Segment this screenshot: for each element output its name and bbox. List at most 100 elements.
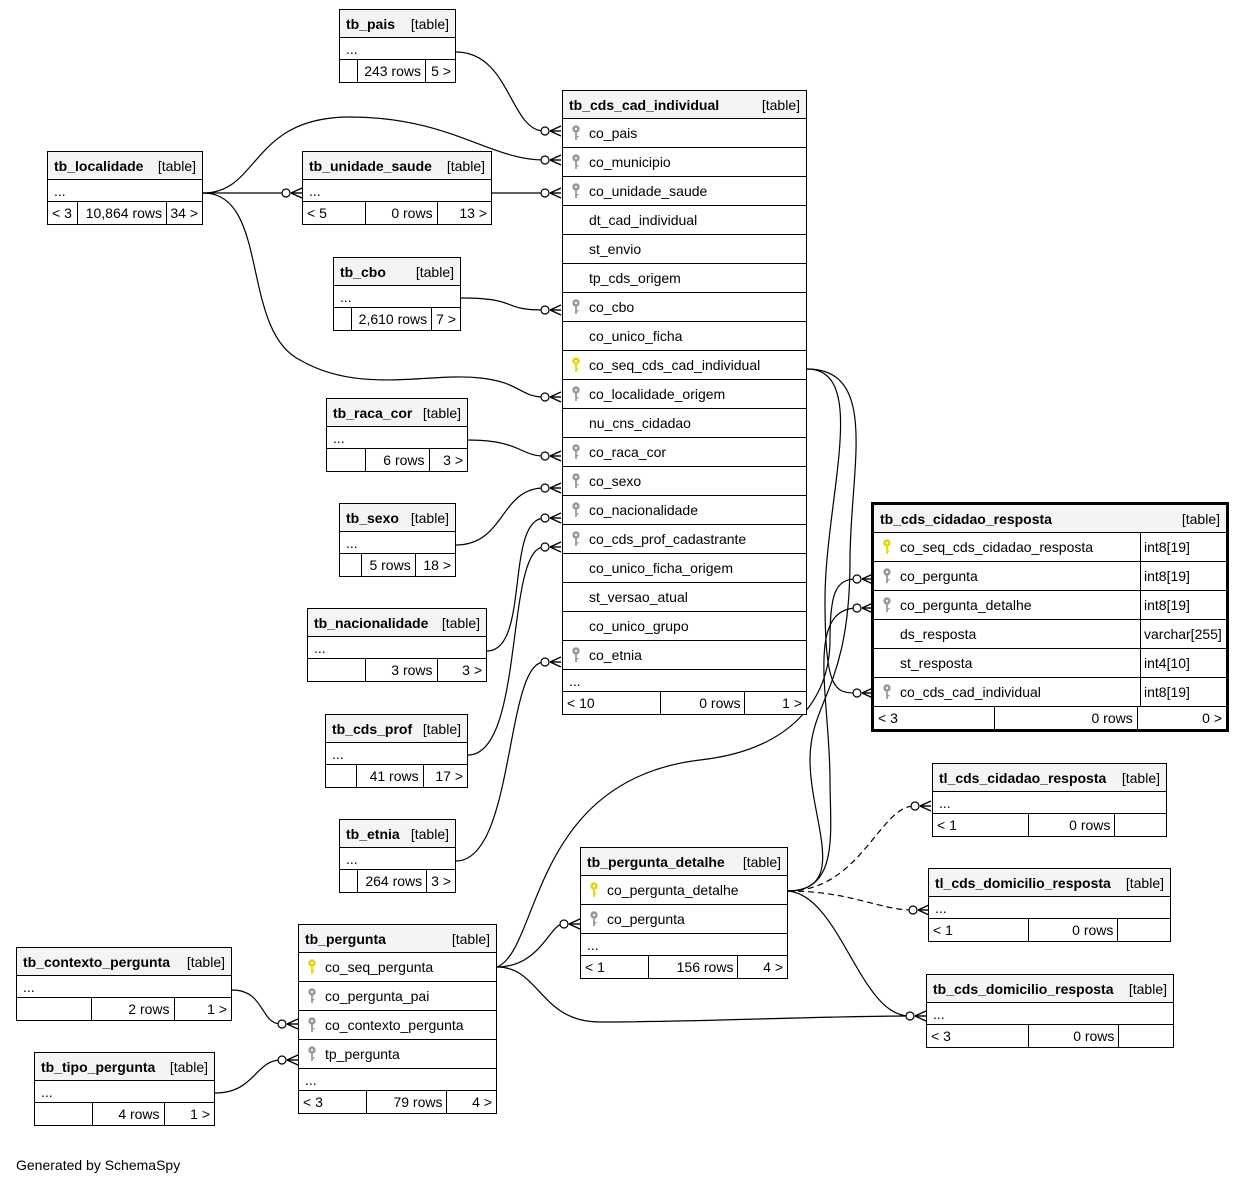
column-row[interactable]: co_pergunta_detalhe: [581, 876, 787, 905]
child-count[interactable]: 5 >: [425, 60, 455, 82]
column-row[interactable]: co_pergunta: [581, 905, 787, 934]
more-columns[interactable]: ...: [340, 38, 455, 60]
parent-count[interactable]: [340, 554, 361, 576]
child-count[interactable]: 4 >: [446, 1091, 496, 1113]
column-row[interactable]: co_nacionalidade: [563, 496, 806, 525]
table-header[interactable]: tb_raca_cor[table]: [327, 399, 467, 427]
child-count[interactable]: 18 >: [414, 554, 455, 576]
column-row[interactable]: st_envio: [563, 235, 806, 264]
child-count[interactable]: [1118, 1025, 1173, 1047]
parent-count[interactable]: < 1: [937, 817, 957, 833]
column-row[interactable]: co_raca_cor: [563, 438, 806, 467]
column-row[interactable]: co_sexo: [563, 467, 806, 496]
more-columns[interactable]: ...: [17, 976, 231, 998]
child-count[interactable]: 3 >: [428, 449, 467, 471]
more-columns[interactable]: ...: [563, 670, 806, 692]
column-row[interactable]: co_cds_prof_cadastrante: [563, 525, 806, 554]
more-columns[interactable]: ...: [933, 792, 1166, 814]
more-columns[interactable]: ...: [303, 180, 491, 202]
child-count[interactable]: 4 >: [737, 956, 787, 978]
more-columns[interactable]: ...: [334, 286, 460, 308]
table-header[interactable]: tb_sexo[table]: [340, 504, 455, 532]
parent-count[interactable]: [334, 308, 351, 330]
more-columns[interactable]: ...: [929, 897, 1170, 919]
column-row[interactable]: co_unico_ficha_origem: [563, 554, 806, 583]
table-header[interactable]: tb_cds_cad_individual[table]: [563, 91, 806, 119]
parent-count[interactable]: < 1: [933, 922, 953, 938]
child-count[interactable]: 17 >: [422, 765, 467, 787]
column-row[interactable]: co_seq_cds_cad_individual: [563, 351, 806, 380]
table-header[interactable]: tb_contexto_pergunta[table]: [17, 948, 231, 976]
more-columns[interactable]: ...: [340, 848, 455, 870]
parent-count[interactable]: [308, 659, 365, 681]
more-columns[interactable]: ...: [308, 637, 486, 659]
column-row[interactable]: dt_cad_individual: [563, 206, 806, 235]
child-count[interactable]: 3 >: [436, 659, 486, 681]
parent-count[interactable]: < 5: [307, 205, 327, 221]
parent-count[interactable]: < 3: [303, 1094, 323, 1110]
column-row[interactable]: co_unico_ficha: [563, 322, 806, 351]
more-columns[interactable]: ...: [326, 743, 467, 765]
child-count[interactable]: 1 >: [744, 692, 806, 714]
table-header[interactable]: tl_cds_domicilio_resposta[table]: [929, 869, 1170, 897]
table-header[interactable]: tb_pergunta_detalhe[table]: [581, 848, 787, 876]
table-header[interactable]: tb_cds_domicilio_resposta[table]: [927, 975, 1173, 1003]
child-count[interactable]: 13 >: [436, 202, 491, 224]
child-count[interactable]: 1 >: [173, 998, 231, 1020]
table-header[interactable]: tb_pais[table]: [340, 10, 455, 38]
more-columns[interactable]: ...: [327, 427, 467, 449]
column-row[interactable]: co_cbo: [563, 293, 806, 322]
parent-count[interactable]: < 3: [878, 710, 898, 726]
table-header[interactable]: tb_tipo_pergunta[table]: [35, 1053, 214, 1081]
parent-count[interactable]: < 10: [567, 695, 595, 711]
parent-count[interactable]: < 3: [52, 205, 72, 221]
column-row[interactable]: co_unidade_saude: [563, 177, 806, 206]
table-header[interactable]: tb_pergunta[table]: [299, 925, 496, 953]
column-row[interactable]: co_municipio: [563, 148, 806, 177]
child-count[interactable]: 1 >: [163, 1103, 214, 1125]
child-count[interactable]: [1114, 814, 1166, 836]
column-row[interactable]: nu_cns_cidadao: [563, 409, 806, 438]
column-row[interactable]: co_contexto_pergunta: [299, 1011, 496, 1040]
table-header[interactable]: tb_unidade_saude[table]: [303, 152, 491, 180]
table-box[interactable]: tb_cds_cidadao_resposta[table]co_seq_cds…: [871, 502, 1229, 732]
parent-count[interactable]: < 3: [931, 1028, 951, 1044]
column-row[interactable]: co_etnia: [563, 641, 806, 670]
more-columns[interactable]: ...: [927, 1003, 1173, 1025]
column-row[interactable]: co_localidade_origem: [563, 380, 806, 409]
column-row[interactable]: tp_cds_origem: [563, 264, 806, 293]
parent-count[interactable]: [35, 1103, 92, 1125]
more-columns[interactable]: ...: [299, 1069, 496, 1091]
table-header[interactable]: tb_cds_cidadao_resposta[table]: [874, 505, 1226, 533]
table-box[interactable]: tb_pergunta_detalhe[table]co_pergunta_de…: [580, 847, 788, 979]
column-row[interactable]: st_versao_atual: [563, 583, 806, 612]
column-row[interactable]: co_unico_grupo: [563, 612, 806, 641]
more-columns[interactable]: ...: [581, 934, 787, 956]
table-header[interactable]: tb_cbo[table]: [334, 258, 460, 286]
child-count[interactable]: 34 >: [166, 202, 202, 224]
child-count[interactable]: 7 >: [431, 308, 460, 330]
parent-count[interactable]: [17, 998, 91, 1020]
more-columns[interactable]: ...: [340, 532, 455, 554]
column-row[interactable]: co_pergunta_pai: [299, 982, 496, 1011]
parent-count[interactable]: < 1: [585, 959, 605, 975]
table-header[interactable]: tb_localidade[table]: [48, 152, 202, 180]
